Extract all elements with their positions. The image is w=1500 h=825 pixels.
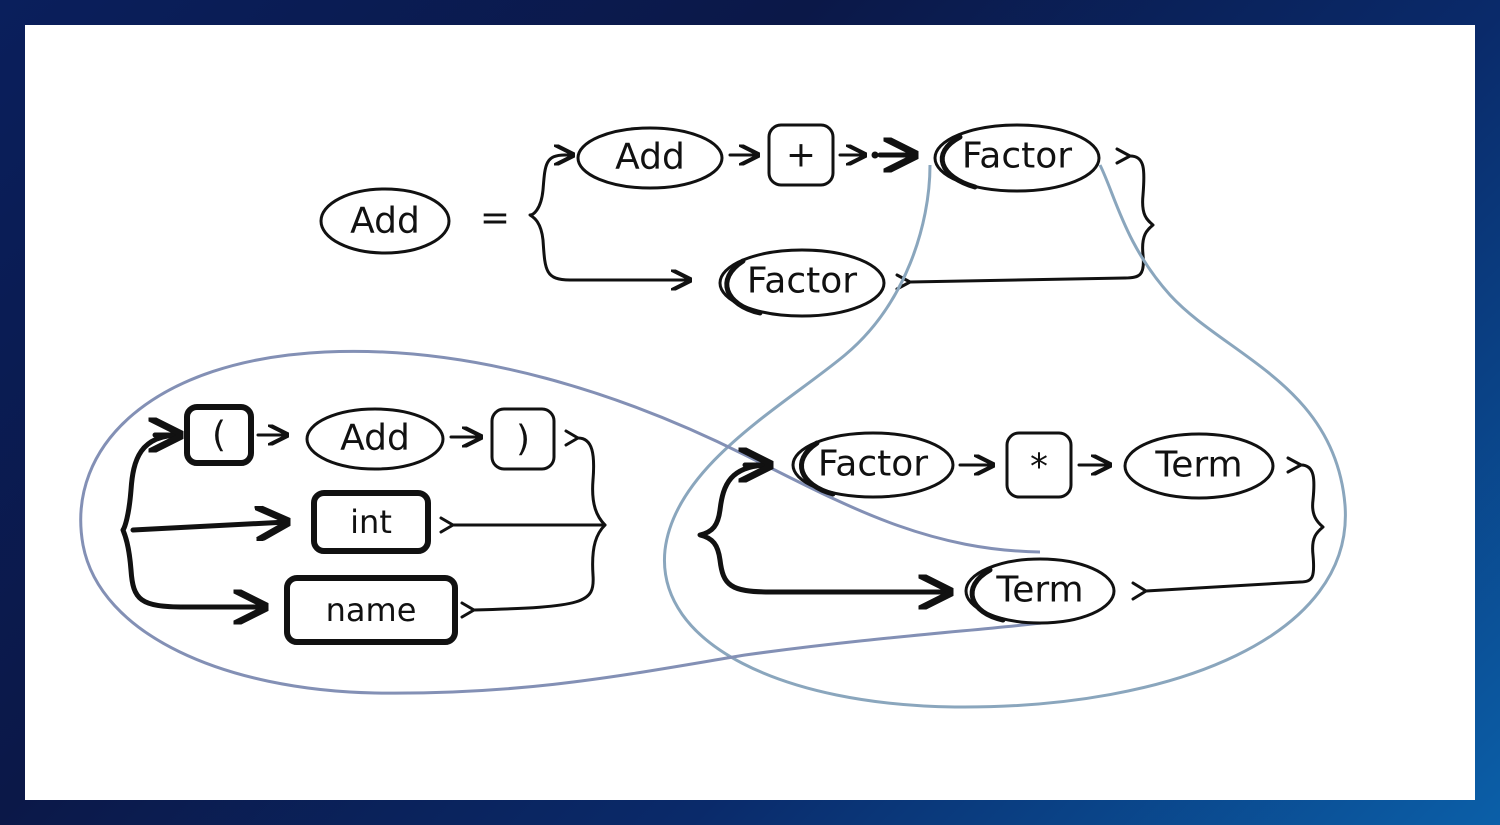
arrow-rparen-out (564, 429, 580, 447)
plus-node (767, 123, 835, 187)
arrow-term-bottom-out (1131, 581, 1148, 601)
factor-node-top-label: Factor (962, 136, 1072, 177)
term-node (1123, 432, 1275, 500)
diagram-canvas: Add = Add + Factor Factor F (25, 25, 1475, 800)
term-bottom-label: Term (995, 570, 1083, 611)
factor-node-bottom-label: Factor (747, 261, 857, 302)
add-node (576, 126, 724, 190)
name-label: name (326, 591, 417, 629)
factor-left-brace (697, 462, 773, 595)
term-bottom-node (964, 557, 1116, 625)
rule-add: Add = Add + Factor Factor (319, 123, 1155, 318)
star-node (1005, 431, 1073, 499)
factor-node-bottom (718, 248, 886, 318)
term-node-label: Term (1154, 445, 1242, 486)
add-node-label: Add (615, 137, 685, 178)
lparen-node (184, 404, 254, 466)
factor-node-top (933, 123, 1101, 193)
term-bottom-rail (1144, 580, 1302, 593)
add-inner-label: Add (340, 418, 410, 459)
factor-node-bottom-shadow (724, 258, 763, 316)
arrow-to-int (130, 522, 287, 530)
int-label: int (350, 503, 392, 541)
arrow-name-out (460, 601, 476, 619)
term-left-brace (120, 432, 188, 610)
lparen-label: ( (212, 415, 226, 456)
term-expansion-loop (79, 349, 1051, 695)
factor-expansion-loop (663, 164, 1347, 709)
add-inner-node (305, 407, 445, 471)
rparen-label: ) (516, 419, 530, 460)
railroad-diagram: Add = Add + Factor Factor F (79, 123, 1347, 709)
plus-label: + (786, 135, 816, 176)
factor-inner-node-shadow (798, 440, 836, 497)
name-node (284, 575, 458, 645)
int-node (311, 490, 431, 554)
star-label: * (1030, 447, 1048, 488)
arrow-int-out (439, 516, 455, 534)
rparen-node (490, 407, 556, 471)
factor-right-brace (1298, 463, 1325, 584)
factor-node-top-shadow (939, 134, 978, 190)
rule-factor: Factor * Term Term (697, 431, 1325, 625)
term-right-brace (472, 436, 607, 612)
add-lhs-node (319, 187, 451, 255)
rule-term: ( Add ) int name (120, 404, 607, 645)
add-lhs-label: Add (350, 201, 420, 242)
junction-dot (871, 151, 879, 159)
factor-inner-label: Factor (818, 444, 928, 485)
add-left-brace (528, 153, 572, 282)
add-right-brace (1123, 154, 1155, 280)
arrow-term-out (1286, 456, 1303, 474)
equals-sign: = (480, 198, 510, 239)
factor-inner-node (791, 431, 955, 499)
arrow-factor-out (1115, 147, 1132, 165)
factor-bottom-rail (908, 276, 1127, 284)
term-bottom-node-shadow (969, 567, 1006, 623)
